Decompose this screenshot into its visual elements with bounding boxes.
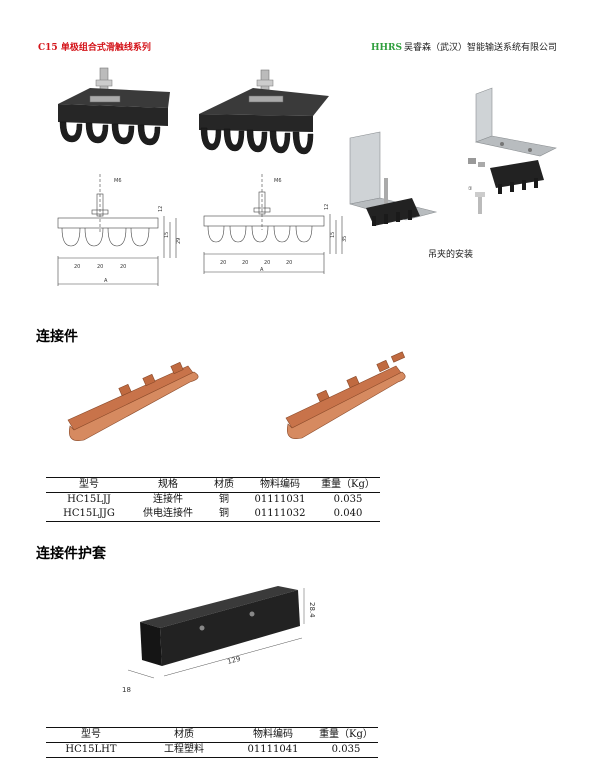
- cell-code: 01111041: [232, 742, 314, 758]
- mounting-bracket-assembled-image: [349, 131, 438, 226]
- hanger-drawing-4pole: M6 20 20 20 A 12 15 29: [57, 174, 182, 286]
- height-label: 15: [164, 232, 170, 238]
- height-label: 15: [330, 232, 336, 238]
- cell-material: 铜: [219, 494, 229, 505]
- header-code: 物料编码: [232, 727, 314, 743]
- cover-section-title: 连接件护套: [36, 546, 106, 562]
- header-code: 物料编码: [244, 477, 316, 493]
- header-spec: 规格: [132, 477, 204, 493]
- spacing-label: 20: [120, 264, 126, 270]
- bolt-size-label: M6: [114, 178, 122, 184]
- hanger-clamp-4pole-image: [58, 67, 170, 146]
- cell-code: 01111031: [254, 494, 306, 505]
- header-model: 型号: [46, 727, 136, 743]
- table-row: HC15LHT 工程塑料 01111041 0.035: [46, 742, 378, 758]
- header-material: 材质: [204, 477, 244, 493]
- cover-spec-table: 型号 材质 物料编码 重量（Kg） HC15LHT 工程塑料 01111041 …: [46, 727, 378, 758]
- table-row: HC15LJJ 连接件 铜 01111031 0.035: [46, 493, 380, 508]
- cover-width-label: 18: [122, 686, 131, 694]
- cover-height-label: 28.4: [308, 602, 316, 618]
- cell-model: HC15LJJ: [67, 494, 111, 505]
- connector-section-title: 连接件: [36, 329, 78, 345]
- table-header-row: 型号 材质 物料编码 重量（Kg）: [46, 727, 378, 743]
- header-weight: 重量（Kg）: [314, 727, 378, 743]
- connector-cover-image: 28.4 129 18: [122, 586, 316, 694]
- spacing-label: 20: [242, 260, 248, 266]
- cell-material: 工程塑料: [136, 742, 232, 758]
- spacing-label: 20: [286, 260, 292, 266]
- cell-weight: 0.040: [316, 507, 380, 522]
- spacing-label: 20: [97, 264, 103, 270]
- brand-name: HHRS: [370, 43, 402, 53]
- cover-length-label: 129: [226, 655, 241, 666]
- hanger-drawing-5pole: M6 20 20 20 20 A 12 15 35: [203, 174, 348, 274]
- cell-model: HC15LJJG: [46, 507, 132, 522]
- connector-image: [67, 361, 199, 441]
- cell-weight: 0.035: [333, 494, 363, 505]
- cell-weight: 0.035: [314, 742, 378, 758]
- cell-spec: 供电连接件: [132, 507, 204, 522]
- height-label: 12: [324, 204, 330, 210]
- part-callout-label: ①: [468, 186, 473, 192]
- bracket-installation-caption: 吊夹的安装: [428, 250, 474, 260]
- cell-code: 01111032: [244, 507, 316, 522]
- spacing-label: 20: [264, 260, 270, 266]
- cell-model: HC15LHT: [46, 742, 136, 758]
- table-row: HC15LJJG 供电连接件 铜 01111032 0.040: [46, 507, 380, 522]
- company-name: 吴睿森（武汉）智能输送系统有限公司: [403, 43, 557, 53]
- overall-length-label: A: [104, 278, 108, 284]
- connector-spec-table: 型号 规格 材质 物料编码 重量（Kg） HC15LJJ 连接件 铜 01111…: [46, 477, 380, 522]
- mounting-bracket-exploded-image: ①: [468, 87, 557, 214]
- overall-length-label: A: [260, 267, 264, 273]
- series-title: C15 单极组合式滑触线系列: [38, 43, 151, 53]
- header-model: 型号: [46, 477, 132, 493]
- spacing-label: 20: [220, 260, 226, 266]
- bolt-size-label: M6: [274, 178, 282, 184]
- height-label: 35: [342, 236, 348, 242]
- power-supply-connector-image: [285, 351, 406, 439]
- hanger-clamp-5pole-image: [199, 69, 329, 155]
- table-header-row: 型号 规格 材质 物料编码 重量（Kg）: [46, 477, 380, 493]
- cell-spec: 连接件: [153, 494, 183, 505]
- height-label: 29: [176, 238, 182, 244]
- header-material: 材质: [136, 727, 232, 743]
- cell-material: 铜: [204, 507, 244, 522]
- header-weight: 重量（Kg）: [316, 477, 380, 493]
- height-label: 12: [158, 206, 164, 212]
- spacing-label: 20: [74, 264, 80, 270]
